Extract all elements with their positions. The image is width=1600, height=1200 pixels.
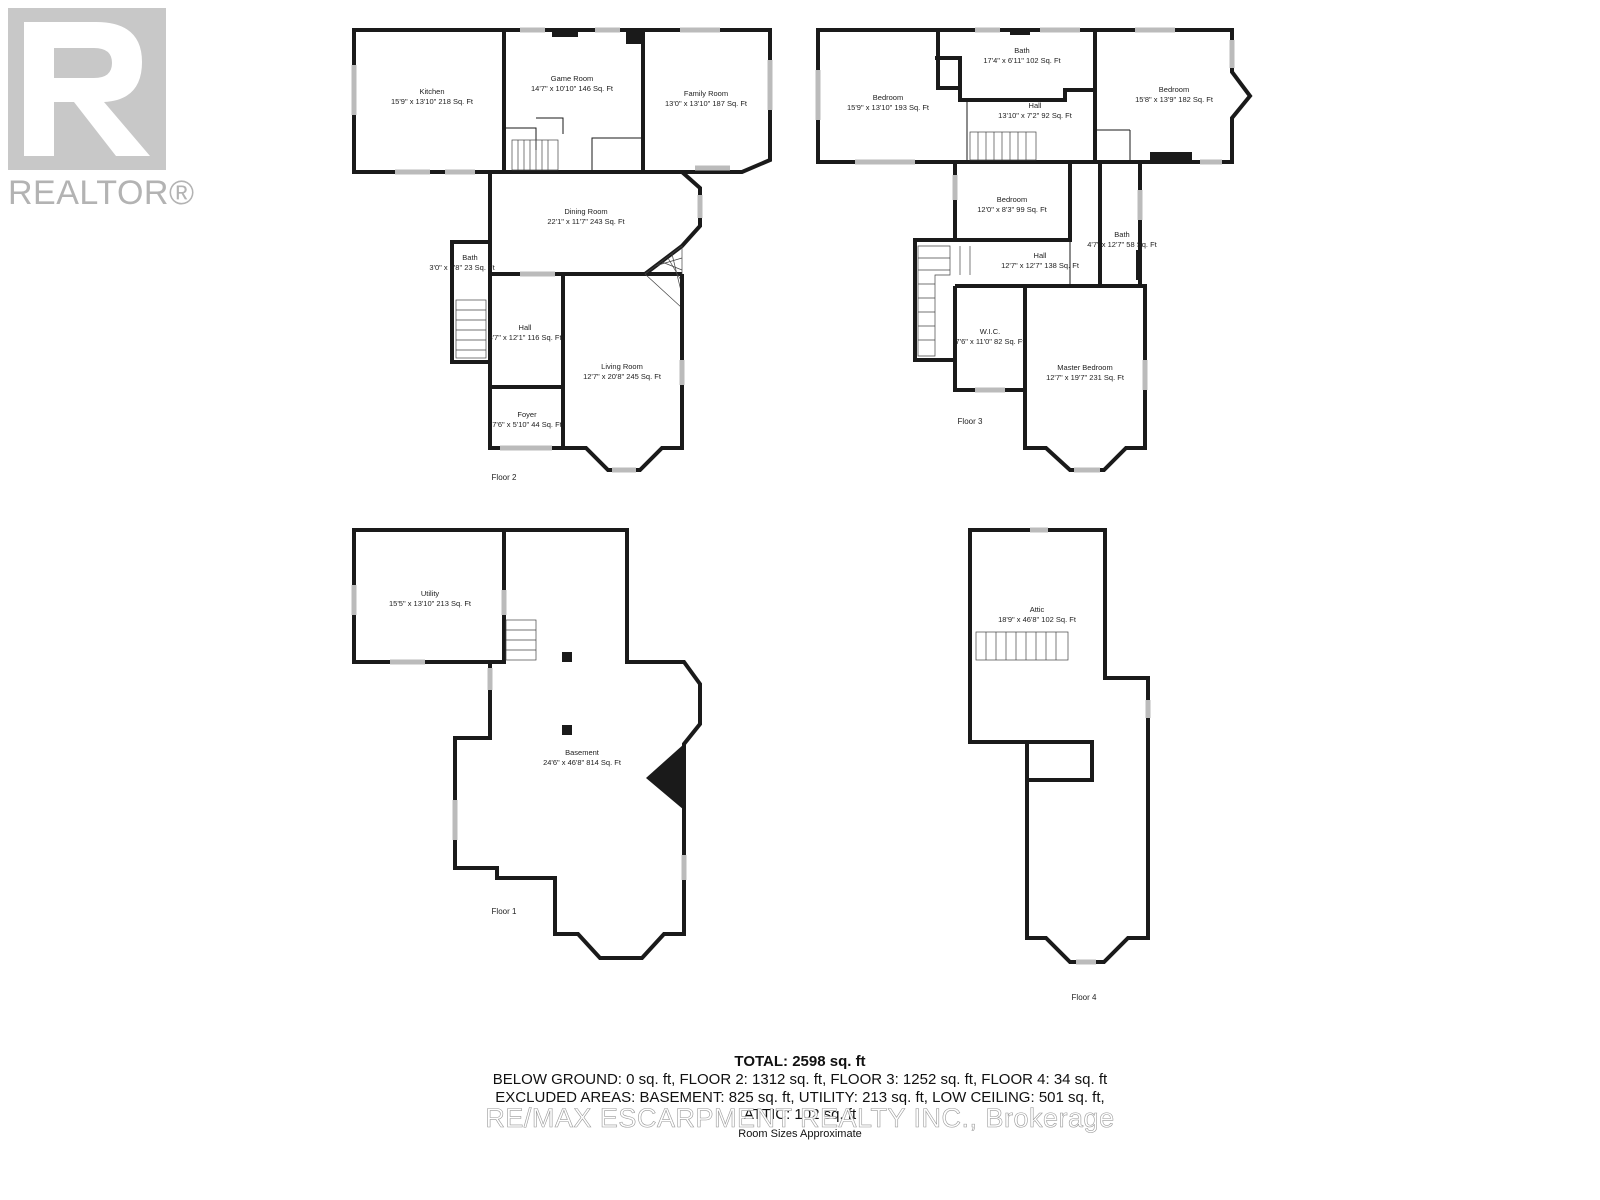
hall-f2-dims: 8'7" x 12'1" 116 Sq. Ft xyxy=(488,333,562,342)
attic-dims: 18'9" x 46'8" 102 Sq. Ft xyxy=(998,615,1077,624)
game-room-name: Game Room xyxy=(551,74,594,83)
summary-line-2: EXCLUDED AREAS: BASEMENT: 825 sq. ft, UT… xyxy=(495,1088,1105,1106)
area-summary: TOTAL: 2598 sq. ft BELOW GROUND: 0 sq. f… xyxy=(0,1052,1600,1140)
basement-dims: 24'6" x 46'8" 814 Sq. Ft xyxy=(543,758,622,767)
family-room-name: Family Room xyxy=(684,89,728,98)
hall-top-name: Hall xyxy=(1029,101,1042,110)
kitchen-dims: 15'9" x 13'10" 218 Sq. Ft xyxy=(391,97,474,106)
wic-dims: 7'6" x 11'0" 82 Sq. Ft xyxy=(956,337,1026,346)
family-room-dims: 13'0" x 13'10" 187 Sq. Ft xyxy=(665,99,748,108)
utility-name: Utility xyxy=(421,589,440,598)
hall-f2-name: Hall xyxy=(519,323,532,332)
bedroom-mid-dims: 12'0" x 8'3" 99 Sq. Ft xyxy=(977,205,1047,214)
realtor-logo-text: REALTOR® xyxy=(8,174,195,212)
floor-2-label: Floor 2 xyxy=(492,473,517,482)
bath-right-name: Bath xyxy=(1114,230,1129,239)
attic-name: Attic xyxy=(1030,605,1045,614)
utility-dims: 15'5" x 13'10" 213 Sq. Ft xyxy=(389,599,472,608)
summary-line-3: ATTIC: 102 sq. ft xyxy=(743,1106,857,1123)
realtor-r-icon xyxy=(24,22,150,156)
bath-top-name: Bath xyxy=(1014,46,1029,55)
floor-4-plan xyxy=(968,527,1151,965)
floor-1-label: Floor 1 xyxy=(492,907,517,916)
brokerage-watermark: RE/MAX ESCARPMENT REALTY INC., Brokerage xyxy=(485,1103,1115,1134)
floor-2-plan xyxy=(351,27,773,473)
master-bedroom-name: Master Bedroom xyxy=(1057,363,1112,372)
bath-f2-dims: 3'0" x 6'8" 23 Sq. Ft xyxy=(429,263,495,272)
room-sizes-note: Room Sizes Approximate xyxy=(738,1127,862,1140)
foyer-name: Foyer xyxy=(517,410,537,419)
bath-f2-name: Bath xyxy=(462,253,477,262)
bedroom-right-name: Bedroom xyxy=(1159,85,1189,94)
floor-4-label: Floor 4 xyxy=(1072,993,1097,1002)
living-room-dims: 12'7" x 20'8" 245 Sq. Ft xyxy=(583,372,662,381)
dining-room-name: Dining Room xyxy=(564,207,607,216)
bath-top-dims: 17'4" x 6'11" 102 Sq. Ft xyxy=(983,56,1061,65)
bedroom-left-dims: 15'9" x 13'10" 193 Sq. Ft xyxy=(847,103,930,112)
floor-1-plan xyxy=(351,528,702,960)
room-labels: Kitchen 15'9" x 13'10" 218 Sq. Ft Game R… xyxy=(389,46,1214,1002)
foyer-dims: 7'6" x 5'10" 44 Sq. Ft xyxy=(492,420,562,429)
wic-name: W.I.C. xyxy=(980,327,1000,336)
bedroom-mid-name: Bedroom xyxy=(997,195,1027,204)
basement-name: Basement xyxy=(565,748,600,757)
total-area: TOTAL: 2598 sq. ft xyxy=(734,1053,866,1070)
bedroom-right-dims: 15'8" x 13'9" 182 Sq. Ft xyxy=(1135,95,1214,104)
kitchen-name: Kitchen xyxy=(419,87,444,96)
realtor-logo: REALTOR® xyxy=(8,8,194,218)
hall-top-dims: 13'10" x 7'2" 92 Sq. Ft xyxy=(998,111,1073,120)
summary-line-1: BELOW GROUND: 0 sq. ft, FLOOR 2: 1312 sq… xyxy=(492,1071,1108,1088)
game-room-dims: 14'7" x 10'10" 146 Sq. Ft xyxy=(531,84,614,93)
master-bedroom-dims: 12'7" x 19'7" 231 Sq. Ft xyxy=(1046,373,1125,382)
realtor-logo-box xyxy=(8,8,166,170)
bedroom-left-name: Bedroom xyxy=(873,93,903,102)
hall-mid-dims: 12'7" x 12'7" 138 Sq. Ft xyxy=(1001,261,1080,270)
floor-3-label: Floor 3 xyxy=(958,417,983,426)
dining-room-dims: 22'1" x 11'7" 243 Sq. Ft xyxy=(547,217,625,226)
floor-3-plan xyxy=(815,27,1253,473)
living-room-name: Living Room xyxy=(601,362,643,371)
bath-right-dims: 4'7" x 12'7" 58 Sq. Ft xyxy=(1087,240,1157,249)
hall-mid-name: Hall xyxy=(1034,251,1047,260)
